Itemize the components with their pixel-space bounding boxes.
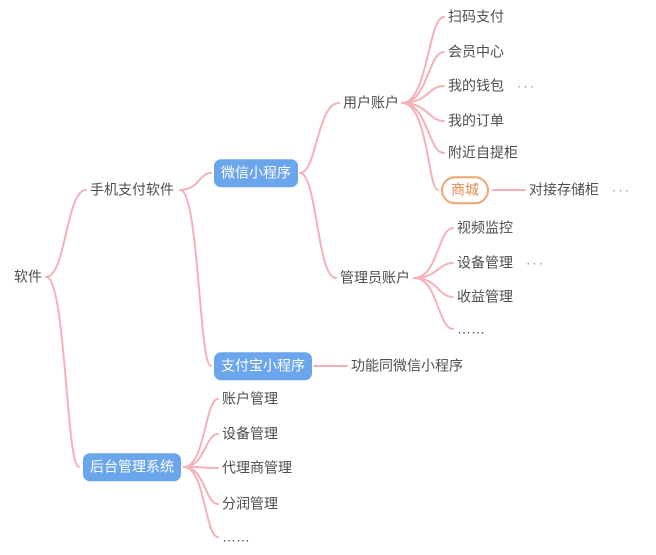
node-label: 会员中心 <box>448 43 504 60</box>
node-member-center[interactable]: 会员中心 <box>448 43 504 61</box>
node-label: 收益管理 <box>457 288 513 305</box>
node-nearby-pickup-locker[interactable]: 附近自提柜 <box>448 144 518 162</box>
more-dots-icon[interactable]: ··· <box>612 182 631 198</box>
node-label: 我的钱包 <box>448 77 504 94</box>
node-backend-more[interactable]: …… <box>222 528 250 546</box>
node-label: 扫码支付 <box>448 8 504 25</box>
edge-backend-to-account <box>183 398 219 468</box>
edge-backend-to-device <box>183 433 219 468</box>
node-label: 后台管理系统 <box>90 458 174 475</box>
node-scan-code-pay[interactable]: 扫码支付 <box>448 8 504 26</box>
node-agent-management[interactable]: 代理商管理 <box>222 459 292 477</box>
node-admin-account-more[interactable]: …… <box>457 320 485 338</box>
node-admin-account[interactable]: 管理员账户 <box>340 269 410 287</box>
node-label: 微信小程序 <box>221 164 291 181</box>
node-root[interactable]: 软件 <box>14 268 42 286</box>
edge-backend-to-profit <box>183 466 219 505</box>
node-label: 代理商管理 <box>222 459 292 476</box>
node-label: 支付宝小程序 <box>221 357 305 374</box>
node-my-orders[interactable]: 我的订单 <box>448 112 504 130</box>
more-dots-icon[interactable]: ··· <box>526 255 545 271</box>
node-same-as-wechat[interactable]: 功能同微信小程序 <box>351 357 463 375</box>
node-label: 我的订单 <box>448 112 504 129</box>
edge-user-to-scan <box>401 16 445 104</box>
node-label: 商城 <box>451 181 479 198</box>
node-label: 手机支付软件 <box>90 181 174 198</box>
node-wechat-mini-program[interactable]: 微信小程序 <box>214 159 298 187</box>
node-account-management[interactable]: 账户管理 <box>222 390 278 408</box>
node-revenue-management[interactable]: 收益管理 <box>457 288 513 306</box>
node-label: 功能同微信小程序 <box>351 357 463 374</box>
node-label: …… <box>222 528 250 545</box>
node-video-monitoring[interactable]: 视频监控 <box>457 219 513 237</box>
edge-mobile-to-alipay <box>179 189 212 367</box>
edge-mobile-to-wechat <box>179 172 212 191</box>
node-label: 用户账户 <box>343 94 399 111</box>
node-device-management[interactable]: 设备管理 <box>222 425 278 443</box>
edge-wechat-to-user <box>299 102 340 174</box>
node-label: 软件 <box>14 268 42 285</box>
edge-user-to-mall <box>401 102 439 191</box>
edge-root-to-backend <box>45 276 80 468</box>
node-label: 设备管理 <box>457 254 513 271</box>
node-label: 设备管理 <box>222 425 278 442</box>
node-label: 附近自提柜 <box>448 144 518 161</box>
node-profit-management[interactable]: 分润管理 <box>222 495 278 513</box>
edge-user-to-member <box>401 51 445 104</box>
node-backend-management[interactable]: 后台管理系统 <box>83 453 181 481</box>
node-device-management-admin[interactable]: 设备管理 ··· <box>457 254 545 272</box>
node-label: 视频监控 <box>457 219 513 236</box>
node-alipay-mini-program[interactable]: 支付宝小程序 <box>214 352 312 380</box>
node-label: 管理员账户 <box>340 269 410 286</box>
node-mall[interactable]: 商城 <box>441 176 489 204</box>
edge-user-to-nearby <box>401 102 445 154</box>
edge-admin-to-device <box>413 262 454 279</box>
node-my-wallet[interactable]: 我的钱包 ··· <box>448 77 536 95</box>
node-label: 账户管理 <box>222 390 278 407</box>
more-dots-icon[interactable]: ··· <box>517 78 536 94</box>
node-dock-storage-locker[interactable]: 对接存储柜 ··· <box>529 181 631 199</box>
edge-wechat-to-admin <box>299 172 337 279</box>
node-label: …… <box>457 320 485 337</box>
edge-backend-to-more <box>183 466 219 538</box>
edge-root-to-mobile <box>45 189 87 278</box>
node-mobile-payment-software[interactable]: 手机支付软件 <box>90 181 174 199</box>
node-user-account[interactable]: 用户账户 <box>343 94 399 112</box>
node-label: 分润管理 <box>222 495 278 512</box>
node-label: 对接存储柜 <box>529 181 599 198</box>
edge-admin-to-more <box>413 277 454 330</box>
edge-admin-to-video <box>413 227 454 279</box>
